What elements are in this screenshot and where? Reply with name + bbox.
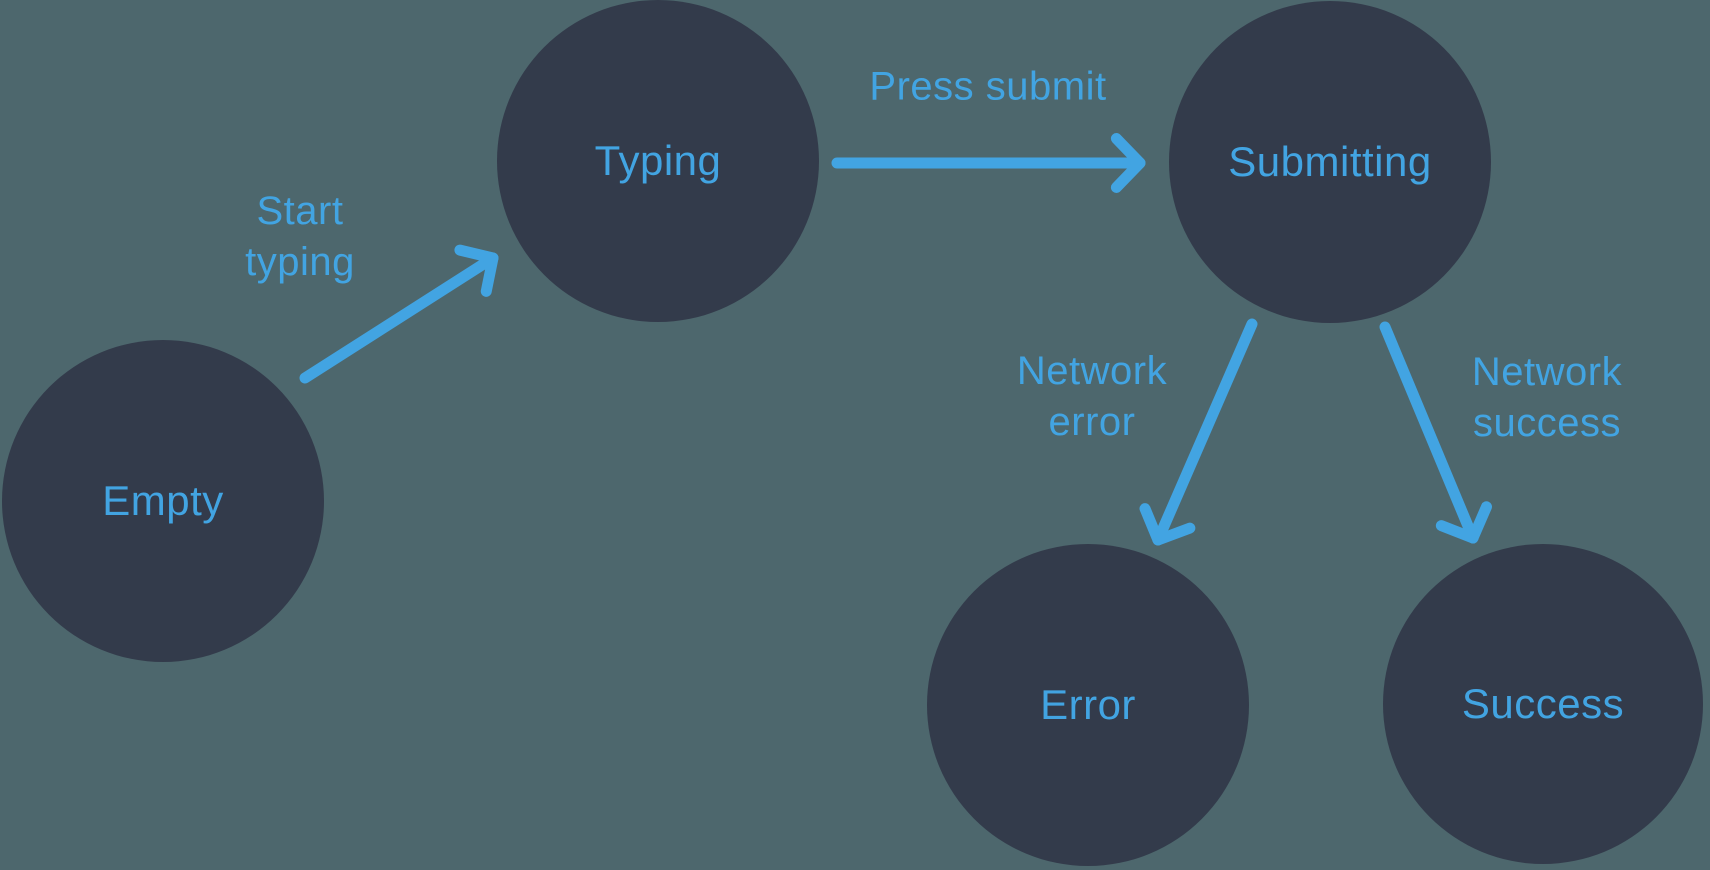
transition-label-network-error: Network error: [1016, 349, 1168, 444]
state-node-empty: Empty: [2, 340, 324, 662]
state-node-error: Error: [927, 544, 1249, 866]
state-label-typing: Typing: [594, 137, 722, 184]
state-node-success: Success: [1383, 544, 1703, 864]
arrowhead-icon-network-error: [1139, 503, 1196, 546]
transition-label-network-success: Network success: [1471, 350, 1623, 445]
transition-label-start-typing: Start typing: [245, 189, 355, 284]
transition-label-press-submit: Press submit: [869, 64, 1107, 109]
arrowhead-icon-start-typing: [454, 244, 499, 297]
state-label-submitting: Submitting: [1228, 138, 1432, 185]
state-node-typing: Typing: [497, 0, 819, 322]
state-node-submitting: Submitting: [1169, 1, 1491, 323]
arrow-shaft-start-typing: [299, 252, 499, 384]
state-label-empty: Empty: [102, 477, 224, 524]
arrow-shaft-network-error: [1152, 318, 1258, 546]
state-label-error: Error: [1040, 681, 1136, 728]
arrow-shaft-network-success: [1379, 321, 1479, 544]
arrowhead-icon-network-success: [1435, 501, 1492, 544]
state-label-success: Success: [1461, 680, 1625, 727]
arrowhead-icon-press-submit: [1110, 133, 1146, 193]
